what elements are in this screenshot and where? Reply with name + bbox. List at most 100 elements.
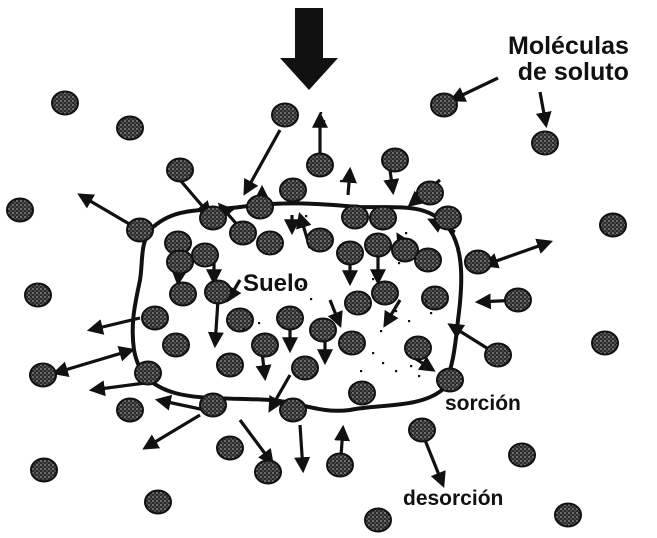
molecule-icon: [485, 344, 511, 367]
soil-speck: [345, 262, 347, 264]
movement-arrow: [390, 170, 393, 192]
molecule-icon: [382, 149, 408, 172]
molecule-icon: [505, 289, 531, 312]
molecule-icon: [532, 132, 558, 155]
soil-speck: [310, 298, 312, 300]
molecule-icon: [405, 337, 431, 360]
soil-speck: [398, 262, 400, 264]
molecule-icon: [310, 319, 336, 342]
molecule-icon: [592, 332, 618, 355]
down-arrow-icon: [280, 8, 338, 90]
sorption-label: sorción: [445, 393, 521, 414]
molecule-icon: [435, 207, 461, 230]
soil-speck: [348, 172, 350, 174]
movement-arrow: [452, 78, 498, 100]
movement-arrow: [92, 383, 145, 390]
molecule-icon: [465, 251, 491, 274]
molecule-icon: [365, 509, 391, 532]
molecule-icon: [372, 282, 398, 305]
molecule-icon: [230, 222, 256, 245]
soil-speck: [380, 330, 382, 332]
soil-speck: [395, 310, 397, 312]
molecule-icon: [135, 362, 161, 385]
molecule-icon: [167, 251, 193, 274]
molecule-icon: [145, 491, 171, 514]
movement-arrow: [240, 420, 272, 463]
soil-speck: [305, 215, 307, 217]
movement-arrow: [300, 425, 303, 470]
molecule-icon: [307, 154, 333, 177]
molecule-icon: [167, 159, 193, 182]
molecule-icon: [370, 207, 396, 230]
molecule-icon: [272, 104, 298, 127]
movement-arrow: [540, 92, 546, 125]
molecule-icon: [257, 232, 283, 255]
molecule-icon: [337, 242, 363, 265]
molecule-icon: [30, 364, 56, 387]
molecule-icon: [200, 394, 226, 417]
molecule-icon: [280, 399, 306, 422]
movement-arrow: [158, 400, 205, 410]
molecule-icon: [422, 287, 448, 310]
soil-speck: [323, 120, 325, 122]
soil-speck: [418, 375, 420, 377]
molecule-icon: [349, 382, 375, 405]
molecule-icon: [555, 504, 581, 527]
molecule-icon: [307, 229, 333, 252]
solute-molecules-label: Moléculas de soluto: [508, 34, 629, 85]
solute-molecules-line2: de soluto: [508, 60, 629, 86]
molecule-icon: [252, 334, 278, 357]
molecule-icon: [327, 454, 353, 477]
molecule-icon: [170, 283, 196, 306]
molecule-icon: [392, 239, 418, 262]
molecule-icon: [205, 281, 231, 304]
movement-arrow: [55, 350, 132, 373]
movement-arrow: [485, 242, 550, 265]
soil-speck: [408, 320, 410, 322]
molecule-icon: [345, 292, 371, 315]
soil-speck: [340, 180, 342, 182]
molecules-layer: [7, 92, 626, 532]
molecule-icon: [415, 249, 441, 272]
molecule-icon: [247, 196, 273, 219]
soil-speck: [258, 322, 260, 324]
molecule-icon: [117, 117, 143, 140]
molecule-icon: [227, 309, 253, 332]
molecule-icon: [600, 214, 626, 237]
soil-speck: [360, 370, 362, 372]
soil-speck: [243, 328, 245, 330]
molecule-icon: [409, 419, 435, 442]
soil-speck: [410, 365, 412, 367]
soil-speck: [320, 112, 322, 114]
molecule-icon: [255, 461, 281, 484]
molecule-icon: [217, 354, 243, 377]
soil-speck: [430, 312, 432, 314]
molecule-icon: [25, 284, 51, 307]
molecule-icon: [127, 219, 153, 242]
molecule-icon: [431, 94, 457, 117]
soil-speck: [395, 370, 397, 372]
molecule-icon: [142, 307, 168, 330]
molecule-icon: [365, 234, 391, 257]
molecule-icon: [437, 369, 463, 392]
molecule-icon: [339, 332, 365, 355]
molecule-icon: [277, 307, 303, 330]
molecule-icon: [217, 437, 243, 460]
movement-arrow: [245, 130, 280, 193]
molecule-icon: [192, 244, 218, 267]
movement-arrow: [215, 300, 218, 345]
soil-speck: [372, 278, 374, 280]
movement-arrow: [425, 440, 443, 485]
soil-label: Suelo: [243, 272, 308, 296]
desorption-label: desorción: [403, 488, 503, 509]
soil-speck: [372, 352, 374, 354]
molecule-icon: [163, 334, 189, 357]
soil-speck: [405, 232, 407, 234]
molecule-icon: [280, 179, 306, 202]
soil-speck: [382, 362, 384, 364]
molecule-icon: [342, 206, 368, 229]
molecule-icon: [200, 207, 226, 230]
solute-molecules-line1: Moléculas: [508, 34, 629, 60]
molecule-icon: [292, 357, 318, 380]
